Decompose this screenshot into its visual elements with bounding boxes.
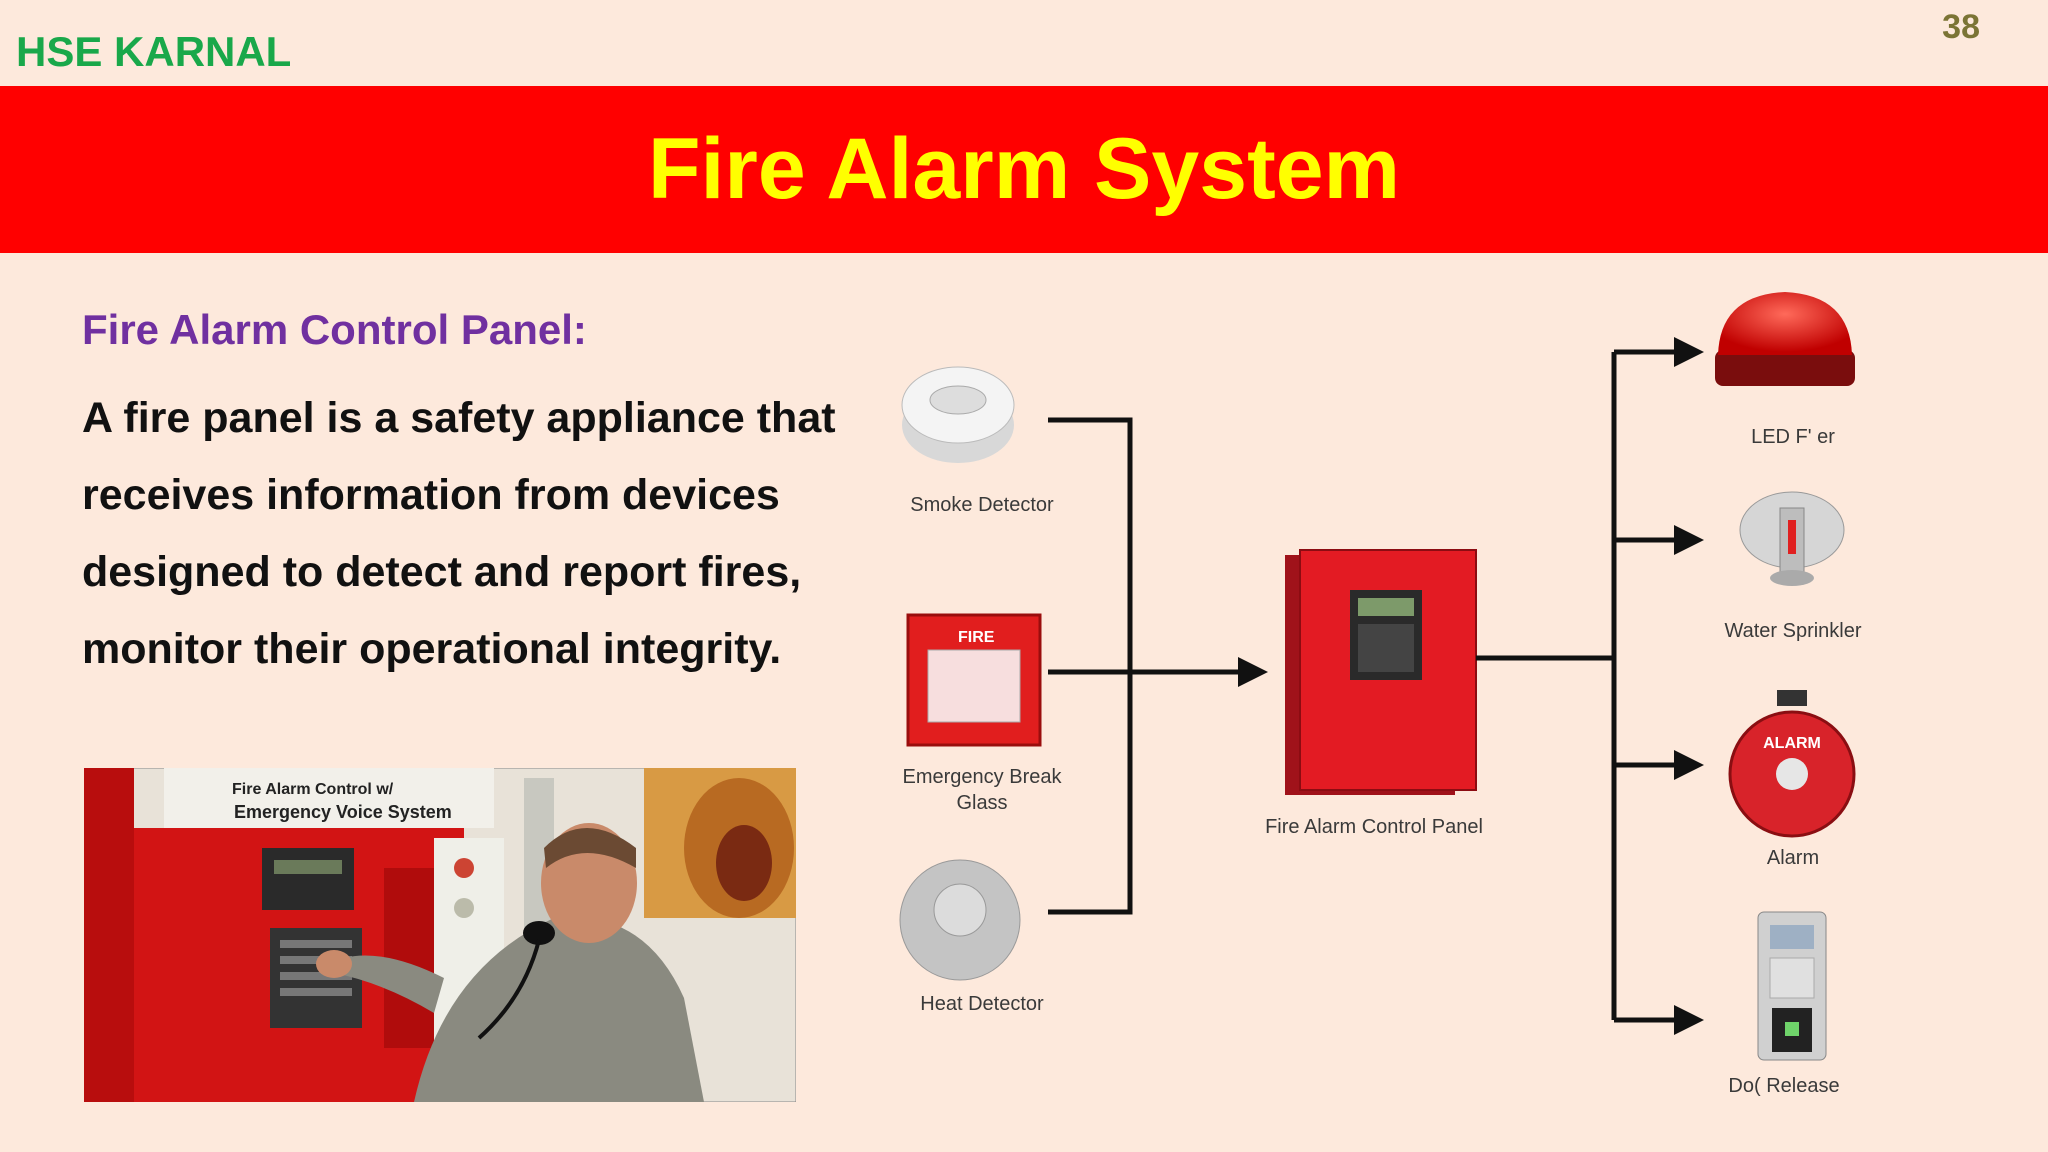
input-connectors (1048, 417, 1268, 915)
control-panel-label: Fire Alarm Control Panel (1265, 816, 1483, 838)
page-number: 38 (1942, 8, 1980, 46)
water-sprinkler-label: Water Sprinkler (1724, 620, 1861, 642)
heat-detector-label: Heat Detector (920, 993, 1044, 1015)
heat-detector-icon (899, 859, 1021, 981)
page-title: Fire Alarm System (647, 121, 1401, 217)
smoke-detector-label: Smoke Detector (910, 494, 1054, 516)
smoke-detector-icon (901, 366, 1015, 463)
led-flasher-icon (1715, 292, 1855, 386)
title-bar: Fire Alarm System (0, 86, 2048, 253)
brand-logo-text: HSE KARNAL (16, 28, 292, 75)
control-panel-icon (1285, 549, 1477, 795)
break-glass-sign: FIRE (958, 629, 995, 646)
panel-operator-photo: Fire Alarm Control w/ Emergency Voice Sy… (84, 768, 796, 1102)
break-glass-label-line1: Emergency Break (903, 766, 1063, 788)
section-heading: Fire Alarm Control Panel: (82, 306, 587, 353)
door-release-label: Do( Release (1728, 1075, 1839, 1097)
alarm-bell-icon: ALARM (1728, 690, 1856, 838)
photo-sign-line2: Emergency Voice System (234, 802, 452, 822)
fire-alarm-block-diagram: Smoke Detector FIRE Emergency Break Glas… (899, 292, 1862, 1097)
led-flasher-label: LED F' er (1751, 426, 1835, 448)
output-connectors (1476, 337, 1704, 1035)
alarm-label: Alarm (1767, 847, 1819, 869)
alarm-bell-text: ALARM (1763, 735, 1821, 752)
water-sprinkler-icon (1739, 491, 1845, 586)
description-paragraph: A fire panel is a safety appliance that … (82, 394, 836, 673)
break-glass-label-line2: Glass (956, 792, 1007, 814)
photo-sign-line1: Fire Alarm Control w/ (232, 781, 394, 798)
door-release-icon (1757, 911, 1827, 1061)
break-glass-icon: FIRE (906, 613, 1042, 747)
